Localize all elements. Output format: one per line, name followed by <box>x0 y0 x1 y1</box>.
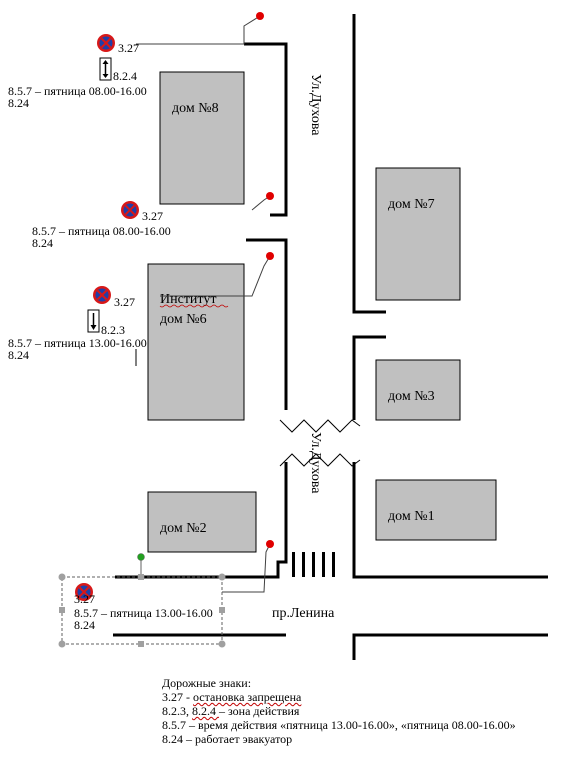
resize-handle-nw[interactable] <box>58 573 66 581</box>
sign-code: 3.27 <box>118 41 139 55</box>
house-8-label: дом №8 <box>172 101 219 116</box>
rotate-handle[interactable] <box>137 553 145 561</box>
house-6-label: дом №6 <box>160 312 207 327</box>
resize-handle-w[interactable] <box>59 607 65 613</box>
pin-1[interactable] <box>136 12 264 45</box>
no-stopping-sign-icon <box>121 201 139 219</box>
sign-group-4[interactable]: 3.27 8.5.7 – пятница 13.00-16.00 8.24 <box>74 583 213 632</box>
spellcheck-underline <box>159 304 229 308</box>
house-7-label: дом №7 <box>388 197 435 212</box>
legend: Дорожные знаки: 3.27 - остановка запреще… <box>162 676 516 746</box>
pin-3[interactable] <box>160 252 274 297</box>
sign-time-label: 8.5.7 – пятница 13.00-16.00 <box>74 606 213 620</box>
street-label-dukhova-top: Ул.Духова <box>308 74 323 136</box>
sign-group-3: 3.27 8.2.3 8.5.7 – пятница 13.00-16.00 8… <box>8 286 147 366</box>
legend-code: 3.27 - <box>162 690 193 704</box>
sign-tow-label: 8.24 <box>8 348 29 362</box>
house-3: дом №3 <box>375 359 461 421</box>
house-2: дом №2 <box>147 491 257 553</box>
legend-code-b: 8.2.4 <box>192 704 219 718</box>
house-8: дом №8 <box>159 71 245 205</box>
sign-time-label: 8.5.7 – пятница 08.00-16.00 <box>32 224 171 238</box>
institute-label: Институт <box>160 292 216 307</box>
road-edge-east-bottom <box>352 462 548 579</box>
legend-title: Дорожные знаки: <box>162 676 252 690</box>
road-edge-west-middle <box>246 238 288 410</box>
break-line-bottom <box>279 453 361 467</box>
house-7: дом №7 <box>375 167 461 301</box>
break-line-top <box>279 419 361 433</box>
sign-tow-label: 8.24 <box>32 236 53 250</box>
no-stopping-sign-icon <box>75 583 93 601</box>
sign-group-1: 3.27 8.2.4 8.5.7 – пятница 08.00-16.00 8… <box>8 34 147 110</box>
resize-handle-ne[interactable] <box>218 573 226 581</box>
zone-start-sign-icon <box>87 309 100 333</box>
house-3-label: дом №3 <box>388 389 435 404</box>
selection-frame[interactable] <box>58 553 226 648</box>
legend-item-time: 8.5.7 – время действия «пятница 13.00-16… <box>162 718 516 732</box>
legend-item-zone: 8.2.3, 8.2.4 – зона действия <box>162 704 516 718</box>
road-edge-west-top <box>244 42 288 217</box>
sign-zone-code: 8.2.3 <box>101 323 125 337</box>
sign-code: 3.27 <box>142 209 163 223</box>
no-stopping-sign-icon <box>97 34 115 52</box>
resize-handle-n[interactable] <box>138 574 144 580</box>
resize-handle-sw[interactable] <box>58 640 66 648</box>
pin-4-marker[interactable] <box>266 540 274 548</box>
crosswalk <box>292 552 335 577</box>
house-1-label: дом №1 <box>388 509 435 524</box>
sign-tow-label: 8.24 <box>8 96 29 110</box>
road-edge-east-top <box>352 14 386 314</box>
no-stopping-sign-icon <box>93 286 111 304</box>
sign-code: 3.27 <box>74 592 95 606</box>
zone-both-directions-sign-icon <box>99 57 112 81</box>
sign-time-label: 8.5.7 – пятница 13.00-16.00 <box>8 336 147 350</box>
house-6-institute: Институт дом №6 <box>147 263 245 421</box>
road-edge-east-middle <box>352 335 386 420</box>
house-1: дом №1 <box>375 479 497 541</box>
resize-handle-s[interactable] <box>138 641 144 647</box>
pin-4[interactable] <box>222 540 274 593</box>
pin-2[interactable] <box>251 192 274 211</box>
resize-handle-se[interactable] <box>218 640 226 648</box>
house-2-label: дом №2 <box>160 521 207 536</box>
resize-handle-e[interactable] <box>219 607 225 613</box>
street-label-lenina: пр.Ленина <box>272 606 335 621</box>
legend-text: – зона действия <box>219 704 300 718</box>
road-edge-lenina-south-east <box>352 633 548 660</box>
sign-zone-code: 8.2.4 <box>113 69 137 83</box>
sign-time-label: 8.5.7 – пятница 08.00-16.00 <box>8 84 147 98</box>
sign-tow-label: 8.24 <box>74 618 95 632</box>
pin-2-marker[interactable] <box>266 192 274 200</box>
street-label-dukhova-bottom: Ул.Духова <box>308 432 323 494</box>
pin-3-marker[interactable] <box>266 252 274 260</box>
sign-group-2: 3.27 8.5.7 – пятница 08.00-16.00 8.24 <box>32 201 171 250</box>
pin-1-marker[interactable] <box>256 12 264 20</box>
legend-code: 8.2.3, <box>162 704 192 718</box>
road-lines <box>113 14 548 660</box>
legend-item-3-27: 3.27 - остановка запрещена <box>162 690 516 704</box>
sign-code: 3.27 <box>114 295 135 309</box>
legend-item-tow: 8.24 – работает эвакуатор <box>162 732 293 746</box>
legend-text: остановка запрещена <box>193 690 302 704</box>
